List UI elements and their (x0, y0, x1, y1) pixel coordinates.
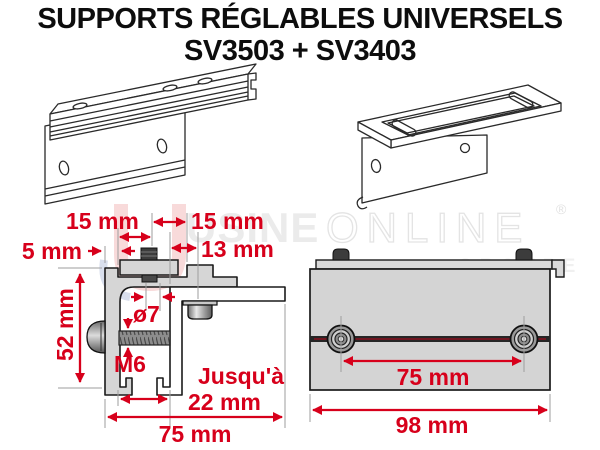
rail-slot (162, 84, 178, 92)
bolt-head (86, 320, 106, 354)
adapter-plate (119, 259, 179, 276)
dim-top-left-15: 15 mm (66, 208, 139, 234)
bolt-head-top (332, 248, 350, 261)
rail-slot (197, 77, 213, 85)
bolt-head-top (515, 248, 533, 261)
page-title: SUPPORTS RÉGLABLES UNIVERSELS SV3503 + S… (0, 3, 600, 67)
mounting-hole (370, 158, 382, 174)
watermark-registered: ® (556, 201, 567, 217)
rail-plate-hook (551, 259, 565, 278)
mounting-hole (58, 160, 70, 176)
dim-height-52: 52 mm (52, 288, 78, 361)
title-line2: SV3503 + SV3403 (184, 35, 416, 67)
iso-view-flat-bracket (356, 84, 562, 210)
dim-thread-m6: M6 (114, 351, 146, 377)
watermark-usine: USINE (186, 204, 319, 251)
front-view (309, 248, 565, 391)
mounting-hole (156, 138, 168, 154)
rail-slot (72, 102, 88, 110)
shelf-slot (391, 119, 417, 137)
dim-adjust-word: Jusqu'à (198, 363, 284, 389)
dim-bolt-spacing-75: 75 mm (396, 364, 470, 390)
dim-hole-dia: ø7 (133, 301, 160, 327)
dim-top-right-15: 15 mm (191, 208, 264, 234)
shelf-left-edge (357, 121, 392, 149)
dim-offset-13: 13 mm (201, 236, 274, 262)
extension-lines (58, 213, 551, 428)
shelf-recess-outer (381, 92, 542, 136)
shelf-slot (508, 91, 534, 109)
dim-total-width-98: 98 mm (395, 412, 469, 438)
dim-adjust-value: 22 mm (188, 389, 261, 415)
rail-plate-edge (315, 259, 553, 270)
dim-total-width-75: 75 mm (158, 421, 232, 447)
threaded-rod-m6 (118, 330, 171, 346)
top-bolt-nut (141, 274, 158, 283)
bushing (187, 304, 213, 320)
section-view (86, 247, 286, 396)
dim-wall-5: 5 mm (21, 238, 82, 264)
rail-end-profile (247, 72, 257, 101)
watermark-online: ONLINE (326, 204, 530, 251)
outer-profile (104, 264, 238, 396)
dimension-arrows (75, 217, 548, 422)
mounting-hole (459, 142, 471, 154)
title-line1: SUPPORTS RÉGLABLES UNIVERSELS (37, 3, 563, 35)
bottom-curl (356, 196, 368, 210)
top-bolt (140, 247, 158, 261)
iso-view-rail-bracket (44, 63, 257, 205)
